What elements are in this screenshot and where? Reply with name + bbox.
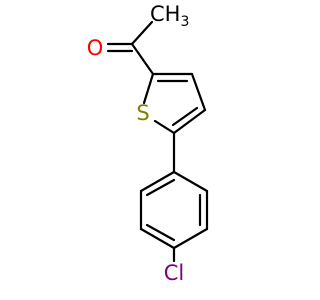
- bond-ph-4-5: [139, 227, 176, 250]
- methyl-label: CH3: [150, 2, 189, 30]
- bond-group: [106, 20, 209, 263]
- bond-ph-1-2: [172, 170, 209, 193]
- bond-c3-c4: [190, 72, 207, 112]
- bond-ph-6-1: [139, 170, 176, 193]
- methyl-label-subscript: 3: [180, 14, 189, 30]
- bond-c5-s: [153, 119, 176, 135]
- methyl-label-main: CH: [150, 2, 180, 26]
- chemical-structure: CH3 O S Cl: [87, 2, 209, 285]
- bond-c4-c5: [172, 108, 207, 135]
- bond-ph-6-1-inner: [145, 178, 176, 197]
- sulfur-label: S: [136, 101, 149, 125]
- bond-ph-3-4: [172, 227, 209, 250]
- bond-carbonyl-methyl: [130, 20, 154, 46]
- bond-ph-4-5-inner: [145, 223, 176, 242]
- bond-carbonyl-c2: [130, 42, 155, 76]
- oxygen-label: O: [87, 36, 104, 60]
- bond-c4-c5-inner: [171, 106, 199, 127]
- bond-s-c2: [142, 72, 155, 105]
- chlorine-label: Cl: [164, 261, 185, 285]
